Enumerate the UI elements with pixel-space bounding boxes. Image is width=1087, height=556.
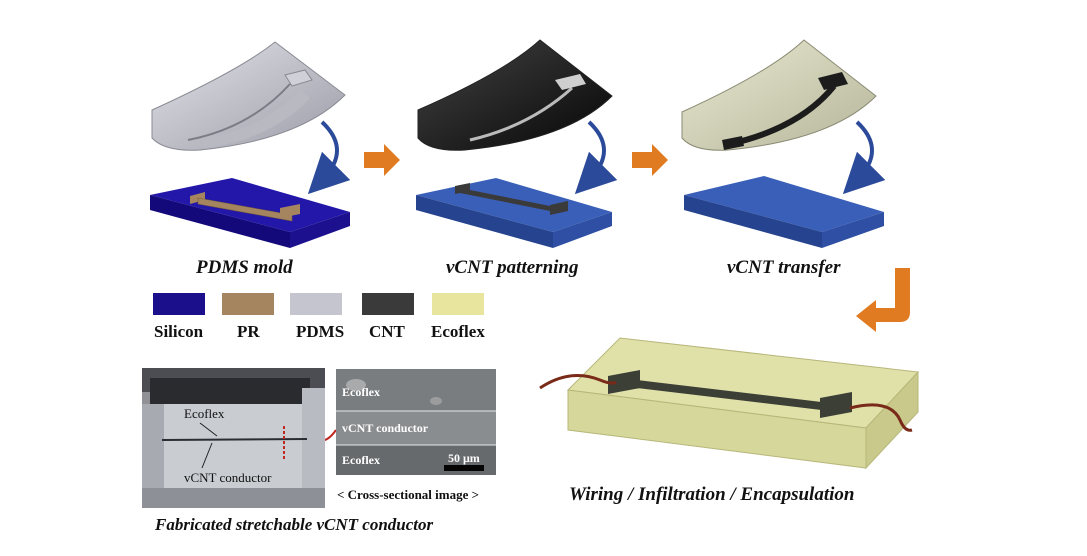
- process-arrow-2: [632, 144, 668, 176]
- legend-swatch-pr: [222, 293, 274, 315]
- legend-label-pr: PR: [237, 322, 260, 341]
- step1-silicon-substrate: [150, 178, 350, 248]
- photo-graphic: [142, 368, 325, 508]
- step1-flip-arrow: [307, 120, 351, 195]
- step-title-final: Wiring / Infiltration / Encapsulation: [569, 484, 855, 505]
- process-arrow-1: [364, 144, 400, 176]
- process-arrow-down: [856, 268, 910, 332]
- step-title-vcnt-patterning: vCNT patterning: [446, 257, 579, 278]
- legend-swatch-ecoflex: [432, 293, 484, 315]
- step3-flip-arrow: [842, 120, 886, 195]
- sem-graphic: [336, 369, 496, 475]
- step-title-pdms-mold: PDMS mold: [196, 257, 293, 278]
- legend-swatch-pdms: [290, 293, 342, 315]
- final-device: [539, 337, 920, 470]
- sem-label-bottom-ecoflex: Ecoflex: [342, 453, 380, 467]
- fabricated-device-photo: Ecoflex vCNT conductor: [142, 368, 325, 508]
- legend-swatch-cnt: [362, 293, 414, 315]
- step3-ecoflex-sheet: [681, 39, 877, 151]
- sem-caption: < Cross-sectional image >: [337, 487, 480, 502]
- legend-swatch-silicon: [153, 293, 205, 315]
- step-title-vcnt-transfer: vCNT transfer: [727, 257, 841, 278]
- sem-label-top-ecoflex: Ecoflex: [342, 385, 380, 399]
- sem-cross-section: Ecoflex vCNT conductor Ecoflex 50 μm: [336, 369, 496, 475]
- step2-cnt-sheet: [417, 39, 613, 151]
- legend-label-ecoflex: Ecoflex: [431, 322, 485, 341]
- photo-caption: Fabricated stretchable vCNT conductor: [155, 515, 434, 534]
- legend-label-cnt: CNT: [369, 322, 405, 341]
- photo-label-ecoflex: Ecoflex: [184, 406, 225, 421]
- step2-silicon-substrate: [416, 178, 612, 248]
- sem-scale-label: 50 μm: [448, 451, 480, 465]
- step2-flip-arrow: [574, 120, 618, 195]
- sem-label-vcnt-conductor: vCNT conductor: [342, 421, 429, 435]
- legend-label-silicon: Silicon: [154, 322, 204, 341]
- legend-label-pdms: PDMS: [296, 322, 345, 341]
- photo-label-conductor: vCNT conductor: [184, 470, 272, 485]
- step3-silicon-substrate: [684, 176, 884, 248]
- step1-pdms-sheet: [151, 41, 346, 151]
